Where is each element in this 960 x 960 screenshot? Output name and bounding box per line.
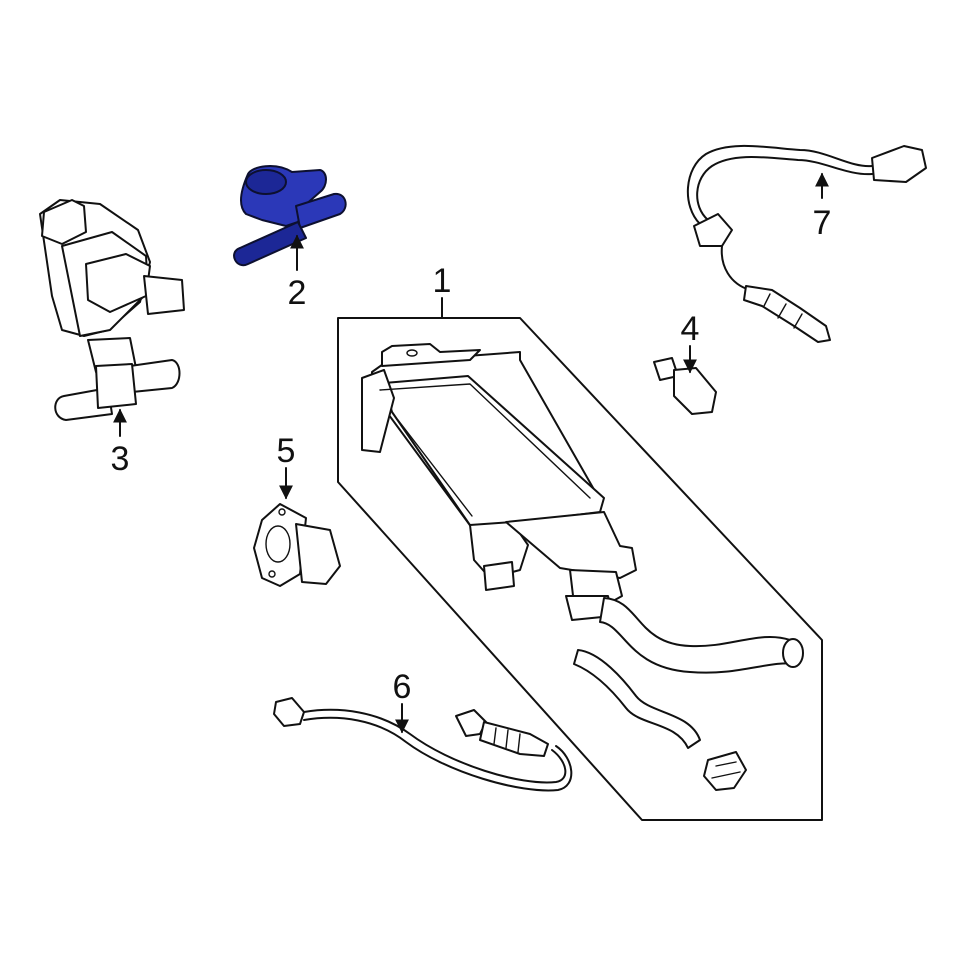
oxygen-sensor-part-6[interactable] — [273, 697, 573, 792]
canister-assembly-part-1[interactable] — [337, 317, 823, 821]
callout-labels: 1 2 3 4 5 6 7 — [111, 204, 832, 706]
callout-6: 6 — [393, 668, 412, 706]
callout-7: 7 — [813, 204, 832, 242]
sensor-part-4[interactable] — [653, 357, 717, 415]
callout-2: 2 — [288, 274, 307, 312]
callout-3: 3 — [111, 440, 130, 478]
leader-lines — [113, 172, 829, 734]
valve-port-long — [233, 221, 307, 267]
valve-part-3[interactable] — [39, 199, 185, 421]
callout-4: 4 — [681, 310, 700, 348]
callout-1: 1 — [433, 262, 452, 300]
valve-top-cap — [245, 169, 287, 195]
valve-port-right — [295, 192, 347, 229]
callout-5: 5 — [277, 432, 296, 470]
valve-part-2-highlighted[interactable] — [233, 165, 347, 267]
assembly-boundary-frame — [337, 317, 823, 821]
oxygen-sensor-part-7[interactable] — [687, 144, 927, 343]
thermo-valve-part-5[interactable] — [253, 503, 341, 587]
